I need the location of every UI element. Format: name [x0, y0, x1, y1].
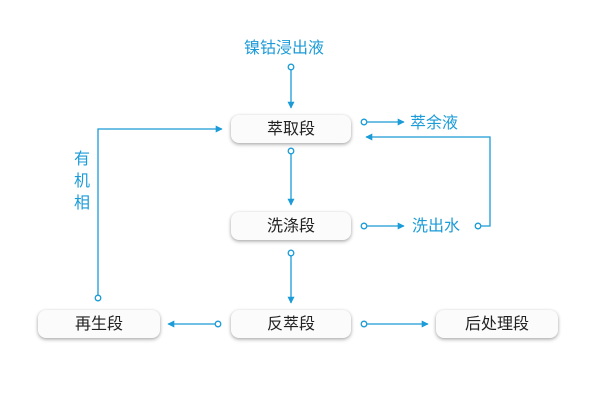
- regeneration-stage-box: 再生段: [38, 310, 160, 338]
- raffinate-label: 萃余液: [410, 113, 459, 132]
- connector-start-dot: [360, 222, 368, 230]
- extraction-stage-box: 萃取段: [231, 115, 351, 143]
- regeneration-to-extraction-connector: [97, 125, 223, 298]
- connector-start-dot: [287, 249, 295, 257]
- connector-start-dot: [287, 63, 295, 71]
- connector-group: [94, 63, 491, 328]
- leach-liquor-label: 镍钴浸出液: [244, 38, 325, 57]
- scrub-water-return-connector: [365, 133, 491, 227]
- connector-start-dot: [214, 320, 222, 328]
- scrub-water-label: 洗出水: [412, 216, 461, 235]
- organic-phase-label: 有机相: [73, 149, 90, 212]
- scrubbing-stage-box: 洗涤段: [231, 212, 351, 240]
- connector-start-dot: [287, 147, 295, 155]
- post-treatment-stage-box: 后处理段: [436, 310, 558, 338]
- connector-start-dot: [474, 222, 482, 230]
- connector-start-dot: [94, 294, 102, 302]
- connector-start-dot: [360, 118, 368, 126]
- connector-start-dot: [360, 320, 368, 328]
- stripping-stage-box: 反萃段: [231, 310, 351, 338]
